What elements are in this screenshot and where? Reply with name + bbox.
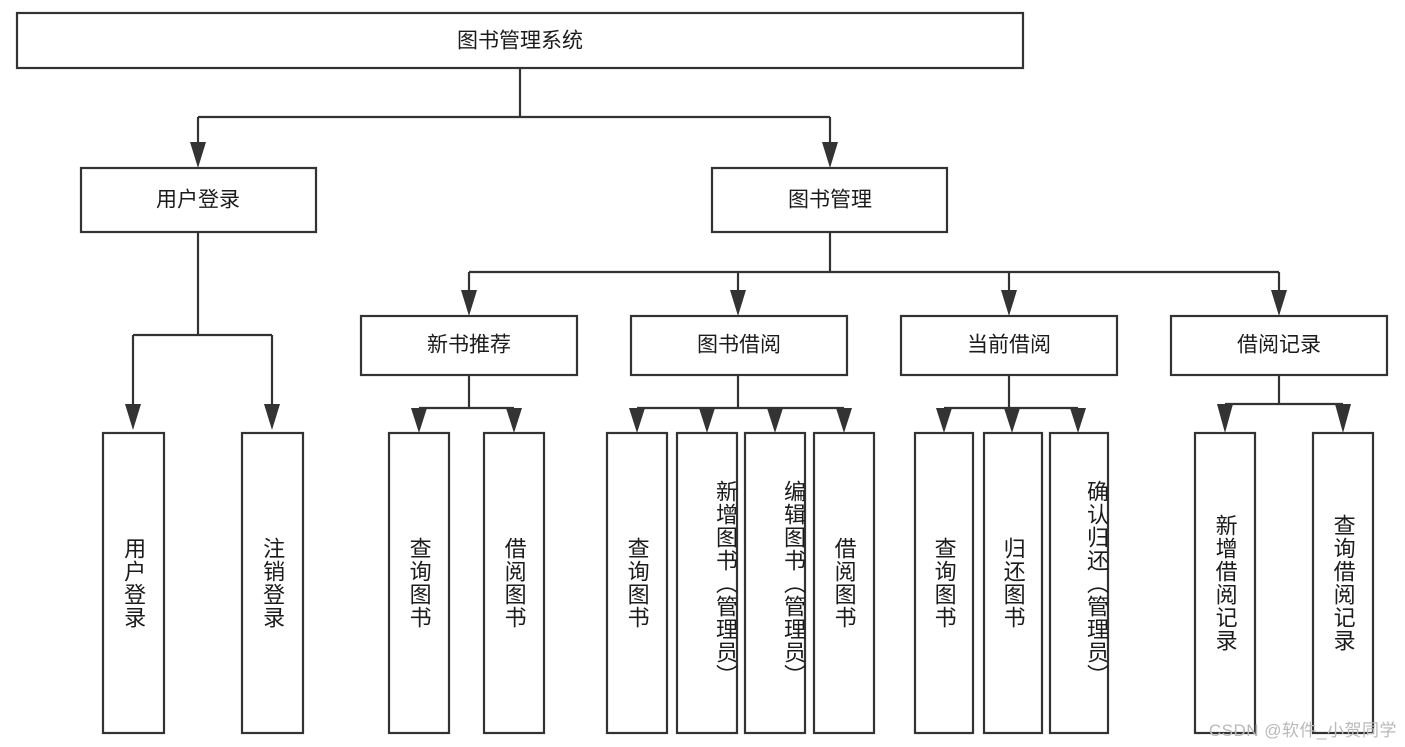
node-book-management-label: 图书管理	[788, 189, 872, 212]
leaf-query-book-3-box[interactable]	[913, 431, 975, 735]
node-borrow-record-label: 借阅记录	[1237, 334, 1321, 357]
leaf-logout-box[interactable]	[240, 431, 305, 735]
leaf-add-borrow-record-box[interactable]	[1193, 431, 1257, 735]
leaf-user-login-box[interactable]	[101, 431, 166, 735]
node-book-management-box[interactable]	[710, 166, 949, 234]
arrow-head-leaf-borrow-book-1	[506, 408, 522, 433]
node-book-borrow[interactable]: 图书借阅	[629, 314, 849, 377]
connector-group-current-borrow	[936, 375, 1086, 433]
node-user-login[interactable]: 用户登录	[79, 166, 318, 234]
arrow-head-user-login	[190, 142, 206, 168]
leaf-query-book-1-box[interactable]	[387, 431, 451, 735]
leaf-borrow-book-2-box[interactable]	[812, 431, 876, 735]
node-book-management[interactable]: 图书管理	[710, 166, 949, 234]
arrow-head-leaf-user-login	[125, 404, 141, 430]
arrow-head-leaf-return-book	[1004, 408, 1020, 433]
arrow-head-book-mgmt	[822, 142, 838, 168]
arrow-head-leaf-edit-book-admin	[767, 408, 783, 433]
node-borrow-record[interactable]: 借阅记录	[1169, 314, 1389, 377]
watermark: CSDN @软件_小贺同学	[1208, 721, 1397, 740]
arrow-head-current-borrow	[1001, 290, 1017, 316]
arrow-head-leaf-borrow-book-2	[836, 408, 852, 433]
arrow-head-new-book-recommend	[461, 290, 477, 316]
arrow-head-leaf-logout	[264, 404, 280, 430]
node-current-borrow[interactable]: 当前借阅	[899, 314, 1119, 377]
leaf-confirm-return-admin-box[interactable]	[1048, 431, 1110, 735]
leaf-edit-book-admin-box[interactable]	[743, 431, 807, 735]
root-node[interactable]: 图书管理系统	[15, 11, 1025, 70]
node-user-login-box[interactable]	[79, 166, 318, 234]
node-current-borrow-label: 当前借阅	[967, 334, 1051, 357]
arrow-head-leaf-query-book-2	[629, 408, 645, 433]
connector-group-borrow-record	[1217, 375, 1351, 433]
arrow-head-borrow-record	[1271, 290, 1287, 316]
node-book-borrow-box[interactable]	[629, 314, 849, 377]
arrow-head-leaf-query-book-1	[411, 408, 427, 433]
node-new-book-recommend[interactable]: 新书推荐	[359, 314, 579, 377]
connector-group-root	[190, 68, 838, 168]
leaf-return-book-box[interactable]	[982, 431, 1044, 735]
node-new-book-recommend-label: 新书推荐	[427, 334, 511, 357]
leaf-query-borrow-record-box[interactable]	[1311, 431, 1375, 735]
connector-group-book-borrow	[629, 375, 852, 433]
node-book-borrow-label: 图书借阅	[697, 334, 781, 357]
node-user-login-label: 用户登录	[156, 189, 240, 212]
arrow-head-leaf-query-book-3	[936, 408, 952, 433]
connector-group-new-book-recommend	[411, 375, 522, 433]
node-borrow-record-box[interactable]	[1169, 314, 1389, 377]
connector-group-user-login	[125, 232, 280, 430]
node-current-borrow-box[interactable]	[899, 314, 1119, 377]
connector-group-book-mgmt	[461, 232, 1287, 316]
arrow-head-leaf-add-book-admin	[699, 408, 715, 433]
leaf-add-book-admin-box[interactable]	[675, 431, 739, 735]
node-new-book-recommend-box[interactable]	[359, 314, 579, 377]
arrow-head-book-borrow	[730, 290, 746, 316]
leaf-borrow-book-1-box[interactable]	[482, 431, 546, 735]
root-node-box[interactable]	[15, 11, 1025, 70]
arrow-head-leaf-add-borrow-record	[1217, 404, 1233, 433]
leaf-query-book-2-box[interactable]	[605, 431, 669, 735]
arrow-head-leaf-confirm-return-admin	[1070, 408, 1086, 433]
arrow-head-leaf-query-borrow-record	[1335, 404, 1351, 433]
root-node-label: 图书管理系统	[457, 30, 583, 53]
